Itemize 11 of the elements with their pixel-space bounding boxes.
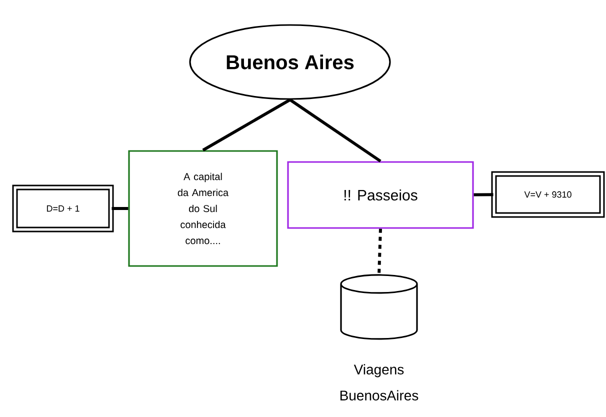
connector-line [112, 206, 128, 210]
connector-line [202, 98, 291, 152]
text-box: A capital da America do Sul conhecida como.... [128, 150, 278, 267]
connector-line [378, 228, 382, 275]
variable-box: D=D + 1 [12, 184, 114, 232]
cylinder-label: Viagens BuenosAires [340, 364, 418, 400]
ellipse-node: Buenos Aires [189, 24, 391, 100]
variable-box: V=V + 9310 [491, 171, 605, 218]
text-box: !! Passeios [287, 161, 474, 229]
connector-line [474, 193, 494, 196]
connector-line [289, 98, 382, 162]
